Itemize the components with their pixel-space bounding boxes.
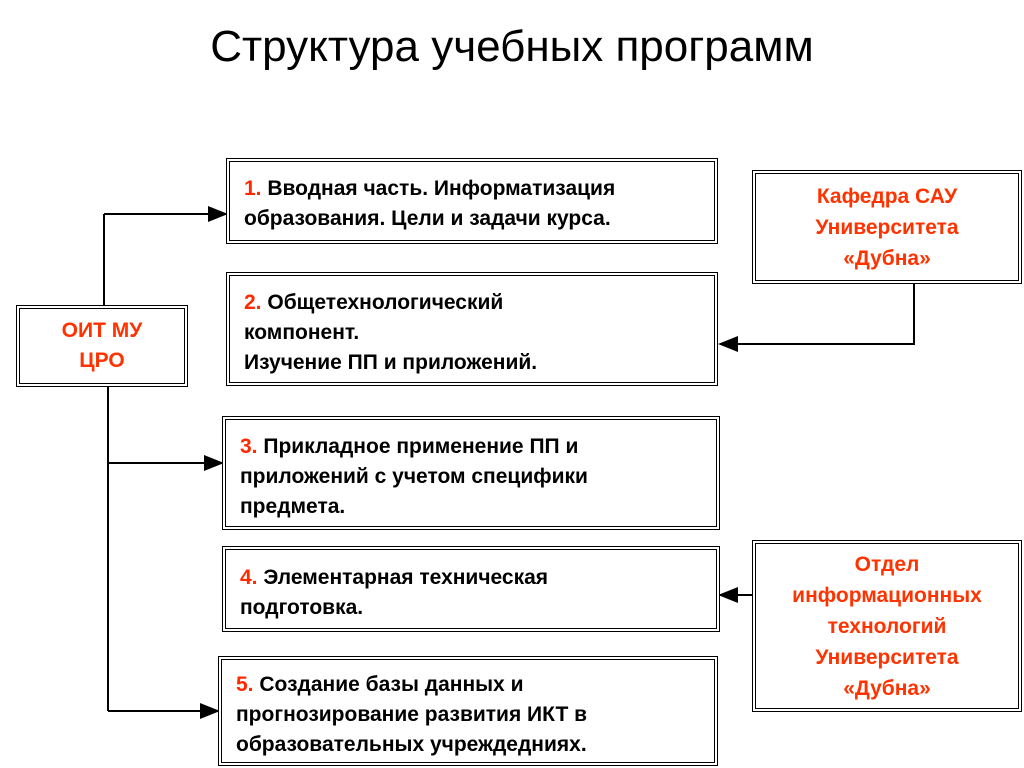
module-3-line2: приложений с учетом специфики	[240, 465, 588, 488]
module-3-number: 3.	[240, 435, 258, 458]
module-5-line1: Создание базы данных и	[259, 673, 524, 696]
module-box-4: 4. Элементарная техническая подготовка.	[222, 546, 720, 632]
module-4-number: 4.	[240, 566, 258, 589]
module-4-line1: Элементарная техническая	[263, 566, 549, 589]
module-2-line2: компонент.	[244, 321, 360, 344]
module-2-line1: Общетехнологический	[267, 291, 504, 314]
source-division-line3: технологий	[827, 614, 947, 638]
source-oit-line2: ЦРО	[79, 349, 125, 372]
source-division-line2: информационных	[792, 583, 982, 607]
module-5-line2: прогнозирование развития ИКТ в	[236, 703, 588, 726]
module-4-line2: подготовка.	[240, 596, 364, 619]
connector-right-top	[718, 284, 915, 352]
source-box-it-division: Отдел информационных технологий Универси…	[752, 540, 1022, 712]
module-3-line3: предмета.	[240, 495, 346, 518]
source-oit-line1: ОИТ МУ	[61, 319, 143, 342]
module-box-1: 1. Вводная часть. Информатизация образов…	[226, 158, 718, 244]
module-1-line2: образования. Цели и задачи курса.	[244, 207, 611, 230]
diagram-title: Структура учебных программ	[210, 22, 814, 71]
source-division-line1: Отдел	[854, 552, 920, 576]
module-1-number: 1.	[244, 177, 262, 200]
source-department-line1: Кафедра САУ	[816, 184, 958, 208]
module-3-line1: Прикладное применение ПП и	[263, 435, 579, 458]
source-box-oit: ОИТ МУ ЦРО	[16, 305, 188, 387]
module-5-line3: образовательных учреждедниях.	[236, 733, 587, 756]
module-5-number: 5.	[236, 673, 254, 696]
source-division-line4: Университета	[815, 645, 959, 669]
module-box-2: 2. Общетехнологический компонент. Изучен…	[226, 272, 718, 386]
source-box-department: Кафедра САУ Университета «Дубна»	[752, 170, 1022, 284]
source-division-line5: «Дубна»	[843, 676, 931, 700]
module-box-3: 3. Прикладное применение ПП и приложений…	[222, 416, 720, 530]
source-department-line2: Университета	[815, 215, 959, 239]
module-2-line3: Изучение ПП и приложений.	[244, 351, 538, 374]
module-1-line1: Вводная часть. Информатизация	[267, 177, 616, 200]
source-department-line3: «Дубна»	[843, 246, 931, 270]
module-2-number: 2.	[244, 291, 262, 314]
module-box-5: 5. Создание базы данных и прогнозировани…	[218, 656, 718, 766]
